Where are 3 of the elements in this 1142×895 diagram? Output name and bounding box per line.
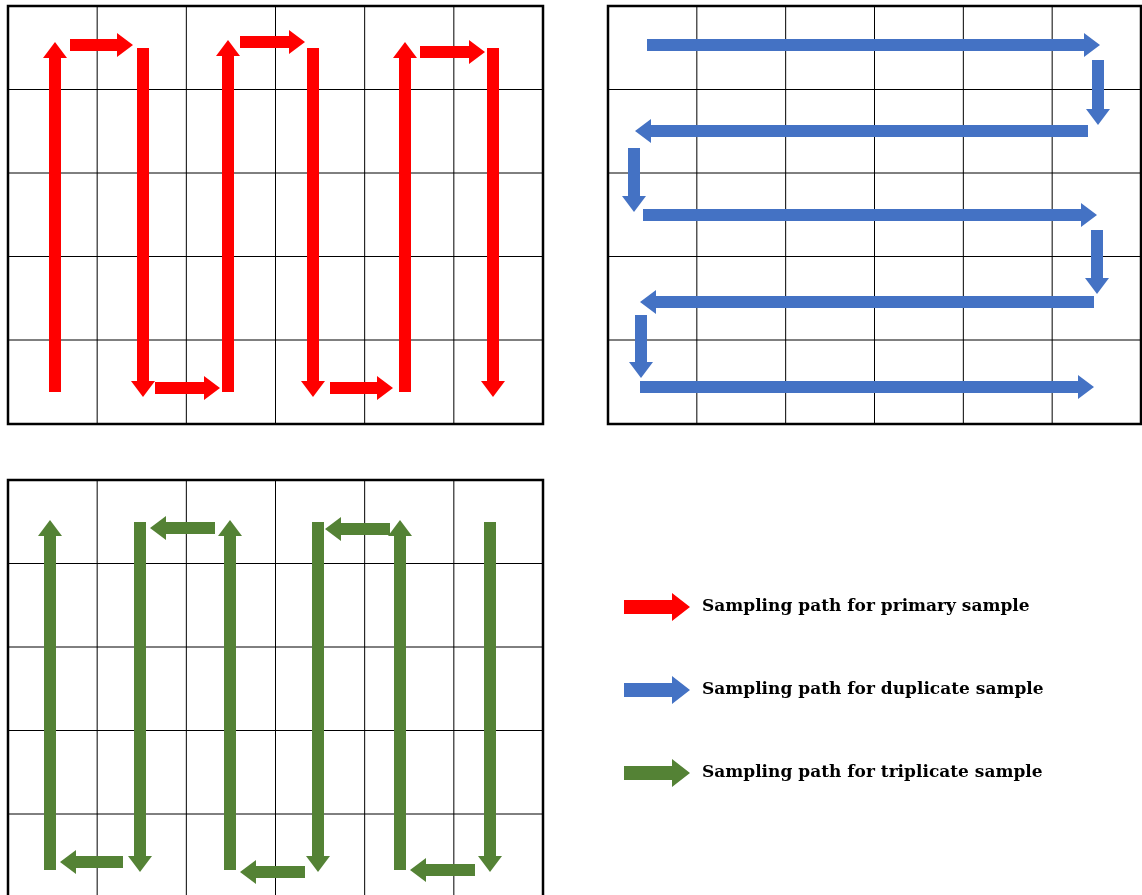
legend-label: Sampling path for primary sample bbox=[702, 595, 1030, 615]
legend-label: Sampling path for triplicate sample bbox=[702, 761, 1043, 781]
legend-label: Sampling path for duplicate sample bbox=[702, 678, 1044, 698]
